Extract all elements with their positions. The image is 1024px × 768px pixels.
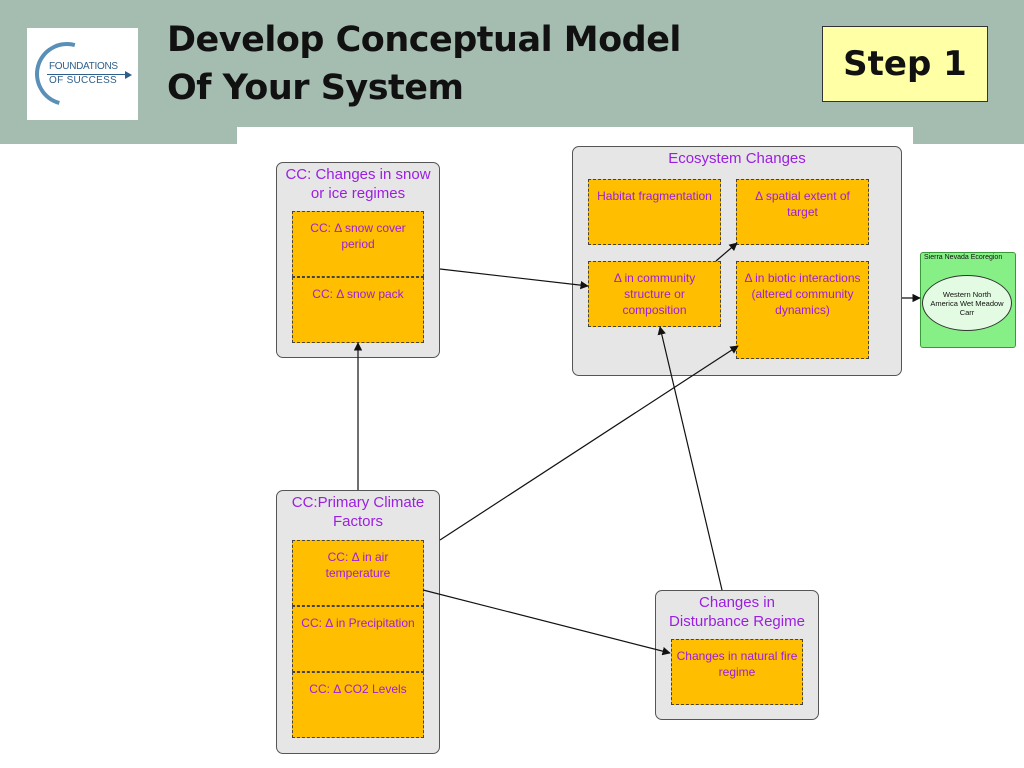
step-badge: Step 1 [822,26,988,102]
slide-title-line1: Develop Conceptual Model [167,20,681,60]
factor-co2-levels: CC: Δ CO2 Levels [292,672,424,738]
slide-title-line2: Of Your System [167,68,464,108]
foundations-of-success-logo: FOUNDATIONS OF SUCCESS [23,28,138,120]
factor-air-temperature: CC: Δ in air temperature [292,540,424,606]
target-scope-box: Sierra Nevada Ecoregion Western North Am… [920,252,1016,348]
group-title-ecosystem: Ecosystem Changes [668,150,806,167]
arrow-snow-to-community [439,268,589,290]
conservation-target: Western North America Wet Meadow Carr [922,275,1012,331]
logo-text-line2: OF SUCCESS [49,75,118,86]
target-scope-label: Sierra Nevada Ecoregion [924,254,1003,261]
arrow-climate-to-biotic [439,345,739,541]
factor-snow-pack: CC: Δ snow pack [292,277,424,343]
factor-habitat-fragmentation: Habitat fragmentation [588,179,721,245]
group-snow-ice-regimes: CC: Changes in snow or ice regimes CC: Δ… [276,162,440,358]
slide-header: FOUNDATIONS OF SUCCESS Develop Conceptua… [0,0,1024,144]
logo-arrow-icon [47,74,127,75]
slide-title: Develop Conceptual Model Of Your System [167,16,681,112]
factor-precipitation: CC: Δ in Precipitation [292,606,424,672]
logo-text-line1: FOUNDATIONS [49,61,118,72]
arrow-community-to-spatial-extent [715,242,738,262]
conservation-target-name: Western North America Wet Meadow Carr [930,289,1004,317]
group-primary-climate-factors: CC:Primary Climate Factors CC: Δ in air … [276,490,440,754]
group-ecosystem-changes: Ecosystem Changes Habitat fragmentation … [572,146,902,376]
arrow-disturbance-to-community [657,326,723,591]
factor-spatial-extent-of-target: Δ spatial extent of target [736,179,869,245]
factor-community-structure: Δ in community structure or composition [588,261,721,327]
group-title-snow-ice: CC: Changes in snow or ice regimes [285,166,431,202]
factor-snow-cover-period: CC: Δ snow cover period [292,211,424,277]
group-title-climate: CC:Primary Climate Factors [291,494,425,530]
arrow-temperature-to-fire [422,589,671,656]
factor-natural-fire-regime: Changes in natural fire regime [671,639,803,705]
logo-arrowhead-icon [125,71,132,79]
group-title-disturbance: Changes in Disturbance Regime [669,594,805,630]
group-disturbance-regime: Changes in Disturbance Regime Changes in… [655,590,819,720]
factor-biotic-interactions: Δ in biotic interactions (altered commun… [736,261,869,359]
